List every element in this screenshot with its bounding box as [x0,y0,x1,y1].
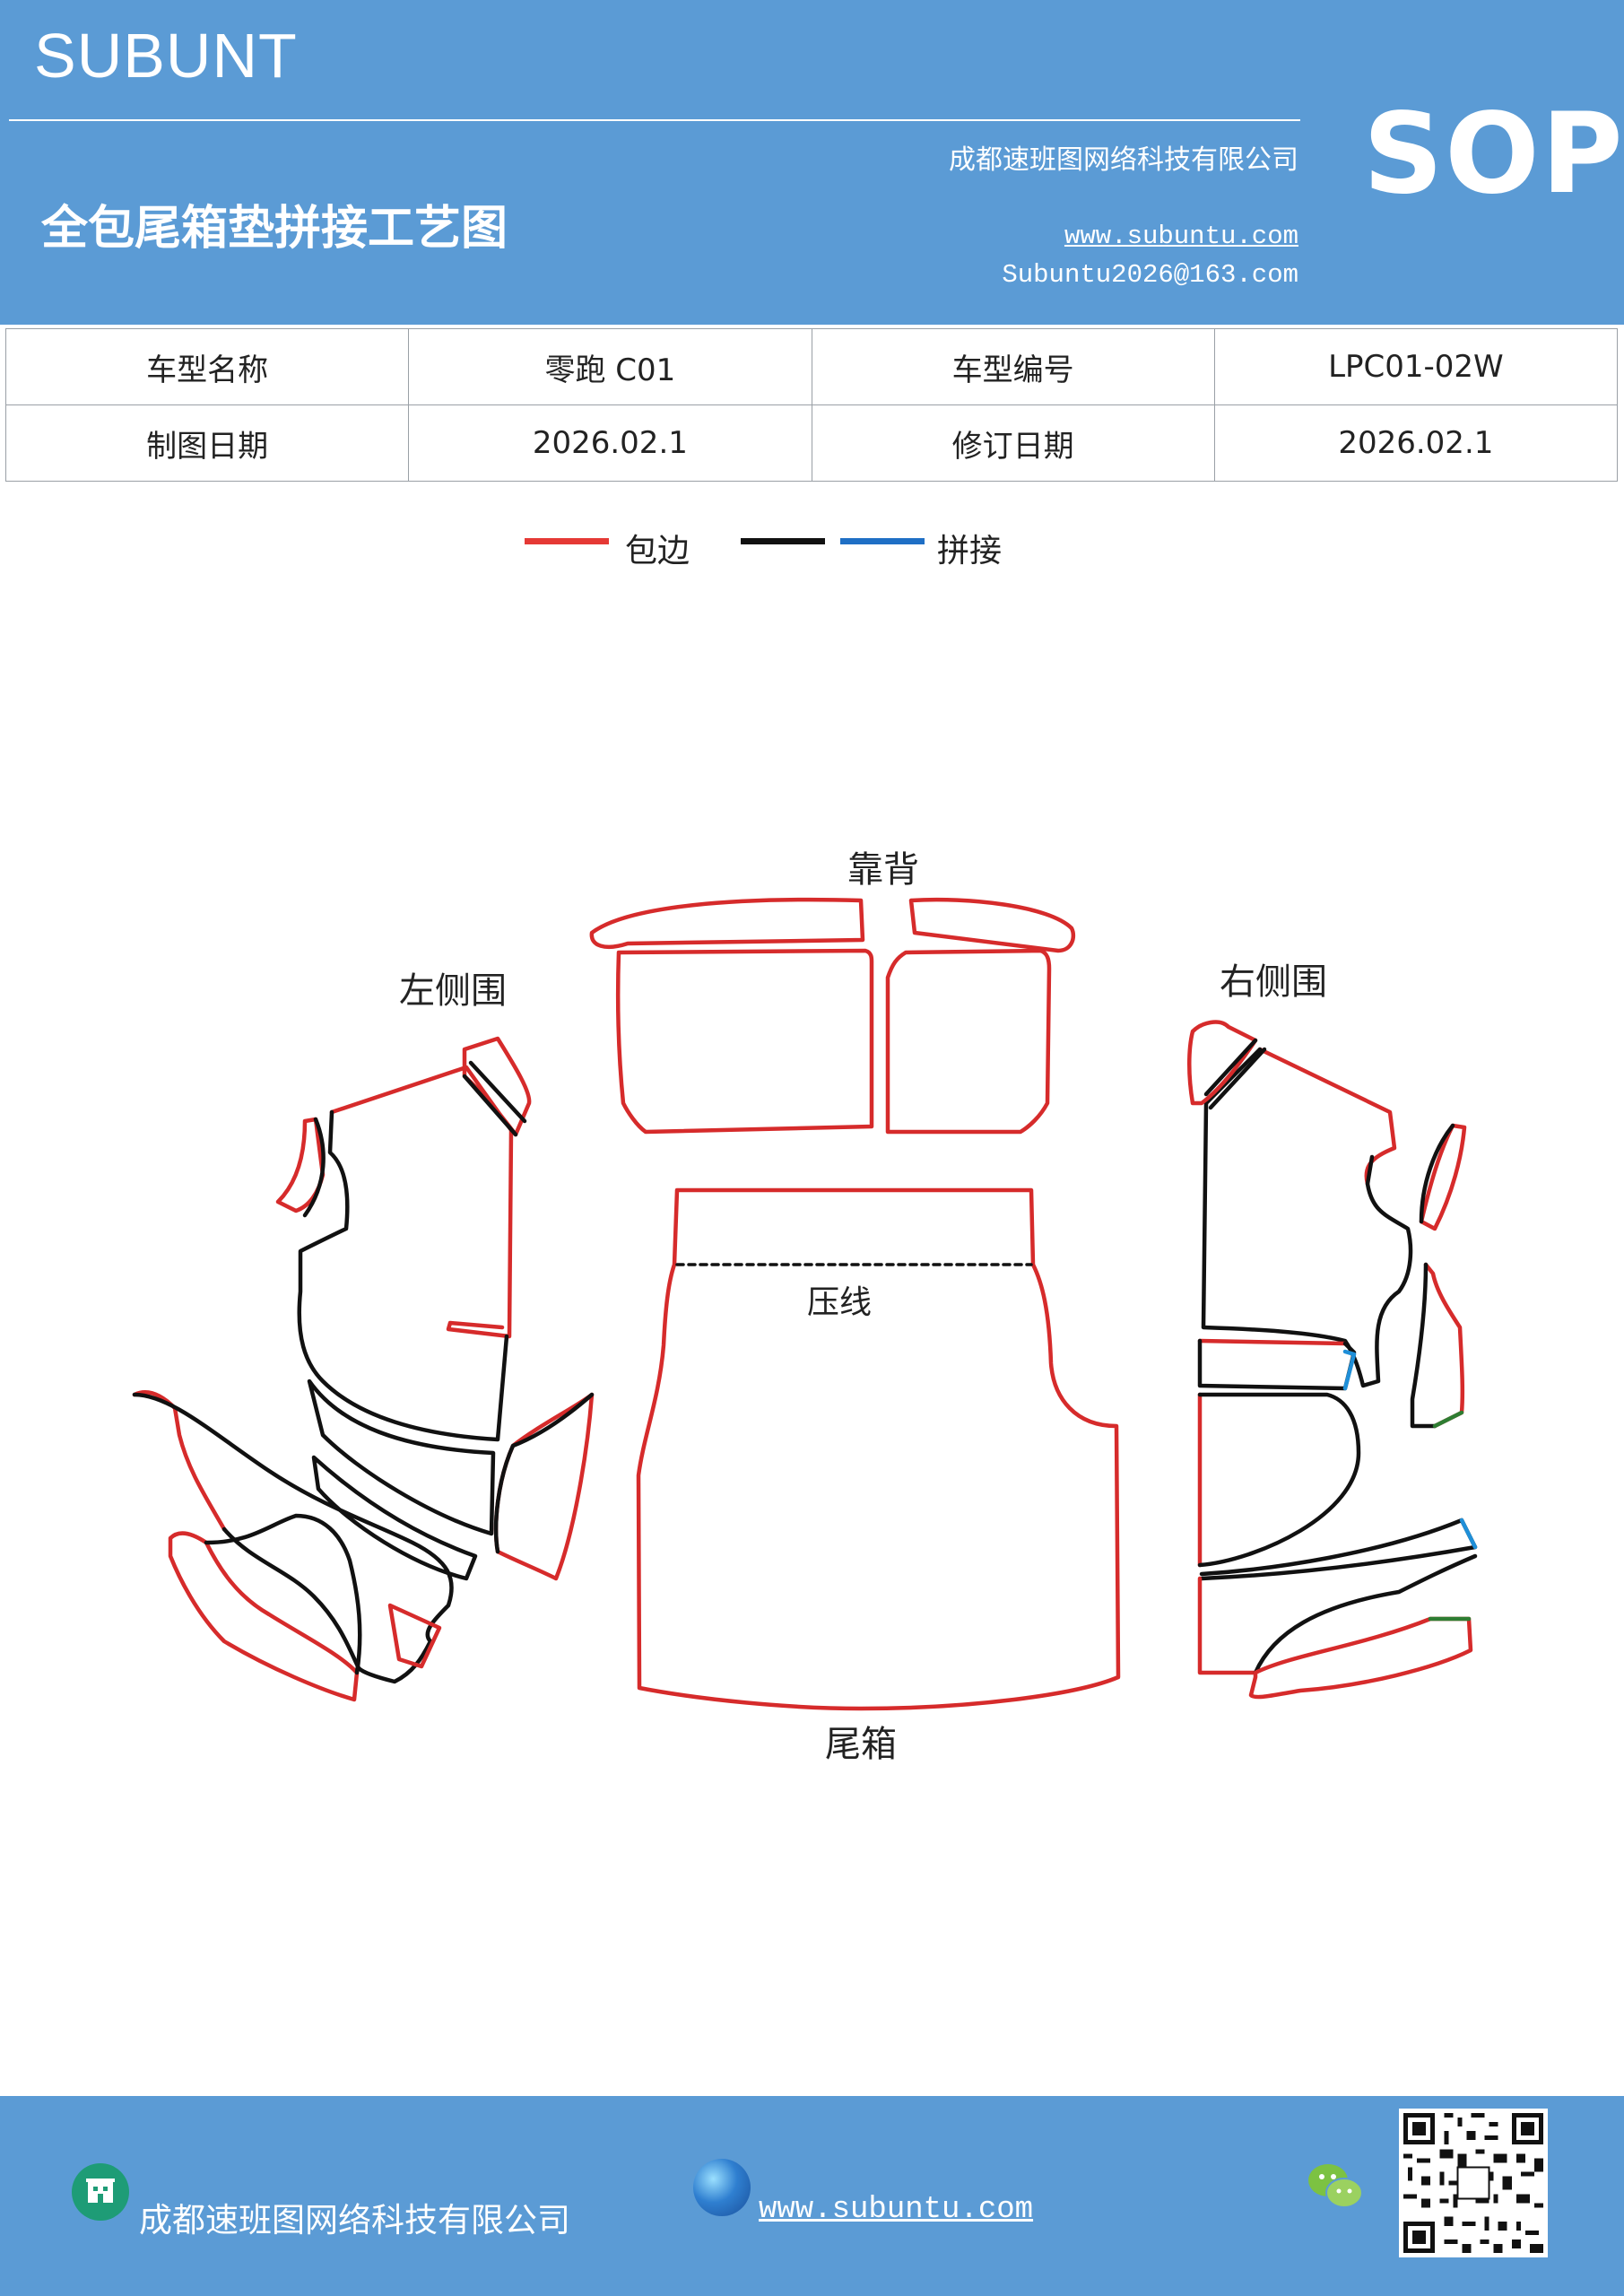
label-left-side: 左侧围 [399,970,507,1012]
brand-logo-text: SUBUNT [34,21,298,91]
backrest-top-strip-left [589,897,865,949]
right-strip-a-splice [1342,1349,1357,1391]
table-row: 制图日期 2026.02.1 修订日期 2026.02.1 [4,404,1619,482]
globe-icon [693,2159,751,2216]
right-lower-tail [1248,1616,1473,1700]
backrest-top-strip-right [908,897,1076,953]
label-backrest: 靠背 [847,849,919,891]
right-strip-a-outline [1197,1338,1357,1391]
company-name: 成都速班图网络科技有限公司 [949,144,1298,176]
right-side-main [1257,1047,1397,1187]
table-cell: 修订日期 [811,404,1215,482]
right-lower-panel [1197,1576,1258,1675]
table-cell: LPC01-02W [1213,328,1619,405]
right-strip-c [1199,1518,1478,1581]
right-small-tab-inner [1419,1123,1455,1224]
label-press-line: 压线 [807,1284,873,1321]
right-strip-a [1197,1338,1348,1346]
label-right-side: 右侧围 [1220,961,1327,1003]
right-side-outline [1201,1047,1413,1388]
header-divider [9,119,1300,121]
vehicle-info-table: 车型名称 零跑 C01 车型编号 LPC01-02W 制图日期 2026.02.… [4,328,1619,482]
left-top-tab-inner [462,1060,527,1137]
sop-badge: SOP [1363,90,1624,219]
label-trunk: 尾箱 [825,1724,897,1765]
page-title: 全包尾箱垫拼接工艺图 [41,201,508,256]
trunk-floor-panel [636,1187,1121,1711]
table-cell: 车型名称 [4,328,410,405]
legend-swatch-splice [840,538,925,544]
left-panel-c [493,1392,595,1581]
legend-label-splice: 拼接 [937,533,1003,570]
right-tab-b [1423,1262,1465,1429]
legend-swatch-binding [525,538,609,544]
left-lower-small-outline [204,1513,362,1675]
left-lower-large-outline [132,1392,454,1684]
right-lower-panel-outline [1253,1553,1478,1675]
table-cell: 2026.02.1 [408,404,812,482]
footer-company-name: 成都速班图网络科技有限公司 [139,2201,570,2239]
header-banner: SUBUNT 全包尾箱垫拼接工艺图 成都速班图网络科技有限公司 www.subu… [0,0,1624,325]
backrest-panel-left [615,948,874,1135]
left-panel-a [307,1378,496,1536]
website-link[interactable]: www.subuntu.com [1064,222,1298,251]
left-panel-c-outline [493,1392,595,1554]
left-panel-b [311,1455,478,1581]
backrest-panel-right [885,948,1052,1135]
table-cell: 零跑 C01 [408,328,812,405]
footer-website-link[interactable]: www.subuntu.com [759,2193,1034,2227]
table-cell: 制图日期 [4,404,410,482]
table-cell: 2026.02.1 [1213,404,1619,482]
wechat-icon[interactable] [1305,2159,1366,2213]
building-icon [72,2163,129,2221]
left-lower-tab [387,1603,442,1669]
right-strip-c-splice [1459,1518,1478,1550]
trunk-mat-diagram [132,897,1478,1711]
right-top-tab [1187,1020,1258,1106]
right-small-tab [1419,1123,1467,1231]
footer-banner: 成都速班图网络科技有限公司 www.subuntu.com [0,2096,1624,2296]
email-address: Subuntu2026@163.com [1002,260,1298,290]
right-tab-b-outline [1410,1262,1437,1429]
right-top-tab-inner [1203,1038,1267,1110]
left-lower-large [132,1390,227,1532]
table-cell: 车型编号 [811,328,1215,405]
left-small-tab-inner [302,1117,326,1218]
table-row: 车型名称 零跑 C01 车型编号 LPC01-02W [4,328,1619,405]
legend-label-binding: 包边 [625,533,690,570]
right-panel-mid-outline [1197,1392,1361,1568]
left-side-main [329,1065,514,1339]
right-tab-b-green [1432,1410,1464,1429]
left-side-outline [297,1109,509,1442]
legend-swatch-outline [741,538,825,544]
qr-code [1399,2109,1548,2257]
legend: 包边 拼接 [0,525,1624,570]
